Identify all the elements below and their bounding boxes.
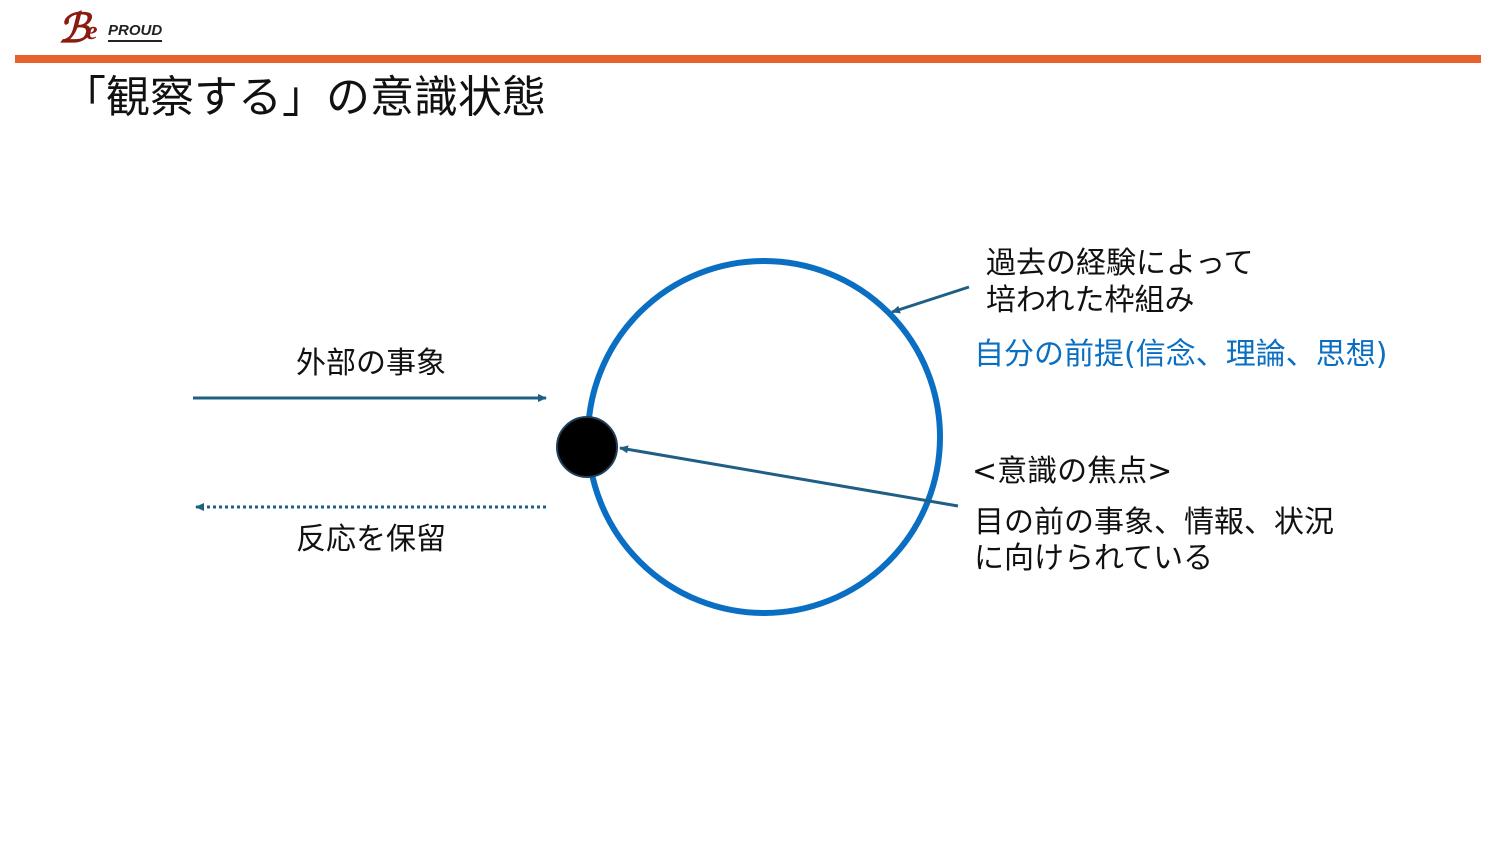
framework-pointer-arrow [891,285,970,314]
beproud-logo: ℬ e PROUD [58,6,188,52]
logo-letter: ℬ [58,6,89,51]
focus-description-line2: に向けられている [974,541,1214,576]
framework-circle [585,258,943,616]
page-title: 「観察する」の意識状態 [62,72,546,123]
framework-label-line1: 過去の経験によって [986,246,1254,281]
focus-heading: <意識の焦点> [972,454,1173,489]
framework-label-line2: 培われた枠組み [986,283,1195,318]
external-event-label: 外部の事象 [296,346,446,381]
focus-description-line1: 目の前の事象、情報、状況 [974,505,1334,540]
logo-text: PROUD [108,22,163,42]
suspend-reaction-label: 反応を保留 [296,522,446,557]
focus-pointer-arrow [619,445,959,508]
logo-letter-e: e [86,16,98,45]
assumptions-label: 自分の前提(信念、理論、思想) [974,337,1388,372]
focus-point-dot [556,416,618,478]
header-divider-bar [15,55,1481,63]
